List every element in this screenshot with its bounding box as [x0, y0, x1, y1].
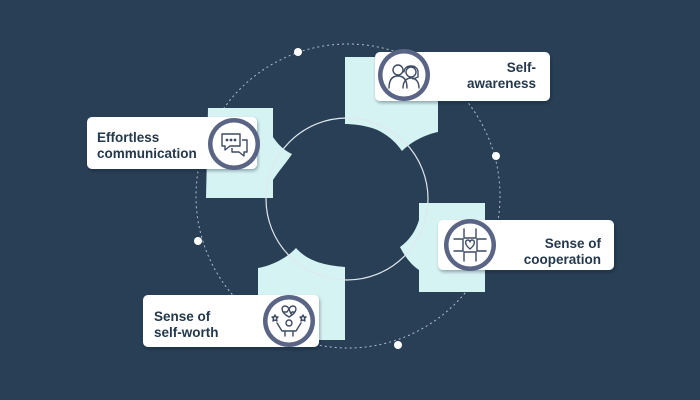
orbit-dot: [492, 152, 500, 160]
orbit-dots: [194, 48, 500, 349]
label-line: Sense of: [544, 236, 601, 251]
label-line: awareness: [466, 76, 536, 91]
label-line: cooperation: [523, 252, 601, 267]
label-sense-of-self-worth: Sense of self-worth: [154, 309, 219, 341]
orbit-dot: [394, 341, 402, 349]
person-heart-stars-icon: [263, 295, 315, 347]
orbit-dot: [194, 237, 202, 245]
teamwork-hands-heart-icon: [444, 219, 496, 271]
label-effortless-communication: Effortless communication: [97, 130, 197, 162]
outer-dotted-orbit: [195, 43, 501, 349]
people-headset-icon: [378, 49, 430, 101]
chat-bubbles-icon: [208, 118, 260, 170]
label-self-awareness: Self- awareness: [450, 60, 536, 92]
orbit-dot: [294, 48, 302, 56]
inner-circle: [265, 117, 429, 281]
label-line: Self-: [506, 60, 536, 75]
label-line: Effortless: [97, 130, 160, 145]
label-sense-of-cooperation: Sense of cooperation: [500, 236, 601, 268]
label-line: Sense of: [154, 309, 211, 324]
label-line: self-worth: [154, 325, 219, 340]
label-line: communication: [97, 146, 197, 161]
